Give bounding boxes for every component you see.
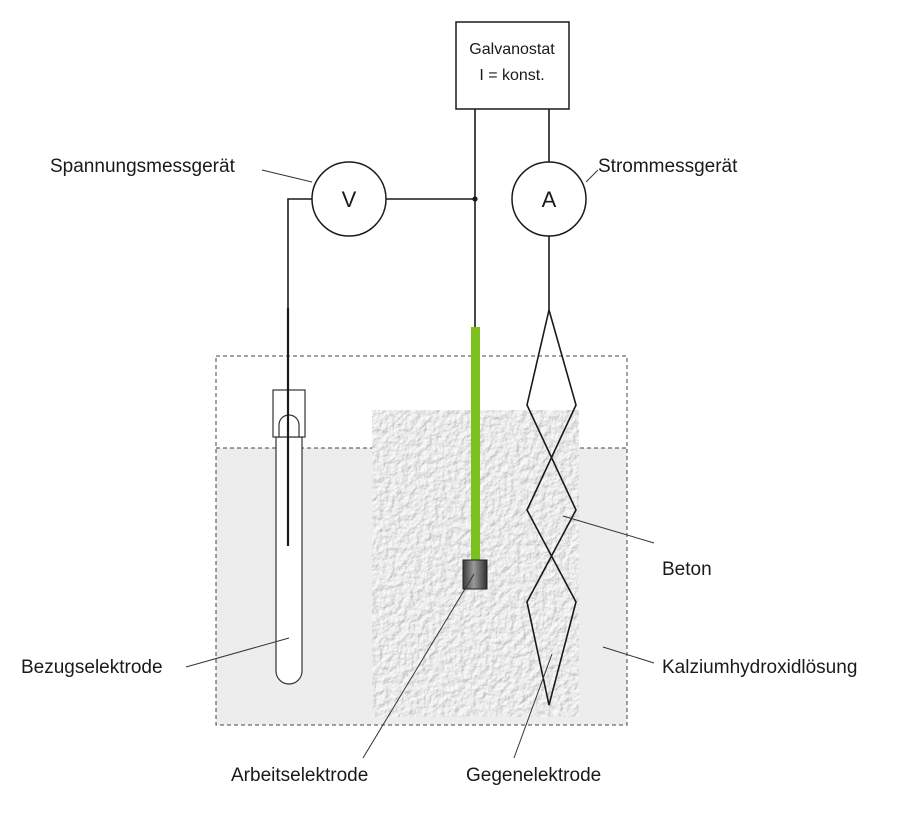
label-bezugselektrode: Bezugselektrode <box>21 657 163 678</box>
voltmeter-symbol: V <box>342 187 357 212</box>
leader-arbeitselektrode <box>362 573 475 759</box>
label-gegenelektrode: Gegenelektrode <box>466 765 601 786</box>
wire-junction-dot <box>472 196 478 202</box>
galvanostat-label: Galvanostat <box>469 41 555 58</box>
leader-strommessgeraet <box>585 169 599 183</box>
reference-electrode <box>272 308 306 685</box>
leader-kalziumhydroxidloesung <box>602 646 655 664</box>
leader-beton <box>562 515 655 544</box>
label-spannungsmessgeraet: Spannungsmessgerät <box>50 156 236 177</box>
leader-spannungsmessgeraet <box>261 169 313 183</box>
leader-bezugselektrode <box>185 637 290 668</box>
counter-electrode <box>526 309 577 706</box>
container-outline <box>215 355 628 726</box>
working-electrode-rod <box>471 327 480 560</box>
label-kalziumhydroxidloesung: Kalziumhydroxidlösung <box>662 657 857 678</box>
label-arbeitselektrode: Arbeitselektrode <box>231 765 368 786</box>
label-beton: Beton <box>662 559 712 580</box>
label-strommessgeraet: Strommessgerät <box>598 156 738 177</box>
galvanostat-box <box>455 21 570 110</box>
wire-voltmeter-to-reference <box>287 198 312 310</box>
voltmeter <box>311 161 387 237</box>
leader-gegenelektrode <box>513 653 553 759</box>
galvanostat-current-label: I = konst. <box>479 67 544 84</box>
ammeter-symbol: A <box>542 187 557 212</box>
ammeter <box>511 161 587 237</box>
working-electrode-tip <box>462 559 488 590</box>
